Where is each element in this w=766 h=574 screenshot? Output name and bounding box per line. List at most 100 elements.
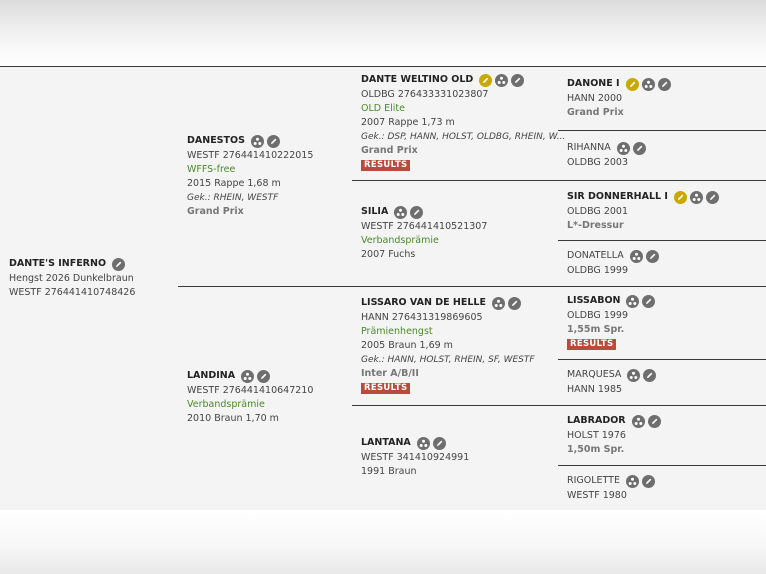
sds-name[interactable]: SIR DONNERHALL I: [567, 191, 668, 202]
sire-info: 2015 Rappe 1,68 m: [187, 178, 281, 189]
edit-icon[interactable]: [266, 134, 280, 148]
sdd-card[interactable]: DONATELLA OLDBG 1999: [567, 248, 659, 278]
edit-icon[interactable]: [511, 73, 525, 87]
pedigree-icon[interactable]: [495, 73, 509, 87]
edit-icon[interactable]: [112, 257, 126, 271]
top-divider: [0, 66, 766, 67]
subject-horse-reg: WESTF 276441410748426: [9, 287, 136, 298]
gold-pencil-icon[interactable]: [673, 190, 687, 204]
edit-icon[interactable]: [647, 414, 661, 428]
dsd-reg: HANN 1985: [567, 384, 623, 395]
generation-divider-1: [178, 286, 766, 287]
dss-level: 1,55m Spr.: [567, 324, 625, 335]
results-button[interactable]: RESULTS: [361, 160, 411, 171]
edit-icon[interactable]: [645, 249, 659, 263]
edit-icon[interactable]: [632, 141, 646, 155]
results-button[interactable]: RESULTS: [567, 339, 617, 350]
edit-icon[interactable]: [657, 77, 671, 91]
edit-icon[interactable]: [257, 369, 271, 383]
gen3-divider-4: [558, 465, 766, 466]
sire-sire-status: OLD Elite: [361, 103, 405, 114]
dds-reg: HOLST 1976: [567, 430, 626, 441]
gen3-divider-3: [558, 359, 766, 360]
sire-reg: WESTF 276441410222015: [187, 150, 314, 161]
pedigree-icon[interactable]: [631, 414, 645, 428]
edit-icon[interactable]: [642, 294, 656, 308]
sire-dam-card[interactable]: SILIA WESTF 276441410521307 Verbandspräm…: [361, 204, 487, 262]
sire-status: WFFS-free: [187, 164, 236, 175]
ddd-card[interactable]: RIGOLETTE WESTF 1980: [567, 473, 655, 503]
pedigree-icon[interactable]: [629, 249, 643, 263]
dam-reg: WESTF 276441410647210: [187, 385, 314, 396]
edit-icon[interactable]: [507, 296, 521, 310]
sdd-reg: OLDBG 1999: [567, 265, 628, 276]
sire-dam-reg: WESTF 276441410521307: [361, 221, 488, 232]
sire-level: Grand Prix: [187, 206, 244, 217]
pedigree-icon[interactable]: [616, 141, 630, 155]
dam-dam-card[interactable]: LANTANA WESTF 341410924991 1991 Braun: [361, 435, 469, 479]
sire-sire-card[interactable]: DANTE WELTINO OLD OLDBG 276433331023807 …: [361, 72, 565, 172]
sire-dam-status: Verbandsprämie: [361, 235, 439, 246]
pedigree-icon[interactable]: [491, 296, 505, 310]
pedigree-icon[interactable]: [627, 368, 641, 382]
sire-dam-name[interactable]: SILIA: [361, 206, 389, 217]
dam-dam-name[interactable]: LANTANA: [361, 437, 411, 448]
bottom-band: [0, 510, 766, 574]
pedigree-icon[interactable]: [250, 134, 264, 148]
dsd-name[interactable]: MARQUESA: [567, 369, 622, 380]
sds-reg: OLDBG 2001: [567, 206, 628, 217]
ssd-card[interactable]: RIHANNA OLDBG 2003: [567, 140, 646, 170]
sss-name[interactable]: DANONE I: [567, 78, 620, 89]
dss-name[interactable]: LISSABON: [567, 295, 621, 306]
gen3-divider-2: [558, 240, 766, 241]
ddd-reg: WESTF 1980: [567, 490, 627, 501]
dds-name[interactable]: LABRADOR: [567, 415, 626, 426]
sss-reg: HANN 2000: [567, 93, 623, 104]
ssd-name[interactable]: RIHANNA: [567, 142, 611, 153]
pedigree-icon[interactable]: [416, 436, 430, 450]
sire-card[interactable]: DANESTOS WESTF 276441410222015 WFFS-free…: [187, 133, 313, 219]
pedigree-icon[interactable]: [641, 77, 655, 91]
pedigree-icon[interactable]: [689, 190, 703, 204]
dam-dam-reg: WESTF 341410924991: [361, 452, 470, 463]
pedigree-icon[interactable]: [241, 369, 255, 383]
ddd-name[interactable]: RIGOLETTE: [567, 475, 620, 486]
dam-sire-card[interactable]: LISSARO VAN DE HELLE HANN 27643131986960…: [361, 295, 535, 395]
subject-horse-card[interactable]: DANTE'S INFERNO Hengst 2026 Dunkelbraun …: [9, 256, 135, 300]
pedigree-panel: [0, 66, 766, 510]
gold-pencil-icon[interactable]: [625, 77, 639, 91]
sss-card[interactable]: DANONE I HANN 2000 Grand Prix: [567, 76, 671, 120]
gold-pencil-icon[interactable]: [479, 73, 493, 87]
subject-horse-info: Hengst 2026 Dunkelbraun: [9, 273, 134, 284]
dam-sire-reg: HANN 276431319869605: [361, 312, 483, 323]
pedigree-icon[interactable]: [625, 474, 639, 488]
dsd-card[interactable]: MARQUESA HANN 1985: [567, 367, 657, 397]
edit-icon[interactable]: [643, 368, 657, 382]
dam-info: 2010 Braun 1,70 m: [187, 413, 279, 424]
gen3-divider-1: [558, 130, 766, 131]
dam-card[interactable]: LANDINA WESTF 276441410647210 Verbandspr…: [187, 368, 313, 426]
sire-sire-name[interactable]: DANTE WELTINO OLD: [361, 74, 474, 85]
dam-sire-status: Prämienhengst: [361, 326, 433, 337]
pedigree-icon[interactable]: [626, 294, 640, 308]
results-button[interactable]: RESULTS: [361, 383, 411, 394]
ssd-reg: OLDBG 2003: [567, 157, 628, 168]
dss-card[interactable]: LISSABON OLDBG 1999 1,55m Spr. RESULTS: [567, 293, 656, 351]
edit-icon[interactable]: [705, 190, 719, 204]
sire-sire-reg: OLDBG 276433331023807: [361, 89, 489, 100]
dam-sire-gek: Gek.: HANN, HOLST, RHEIN, SF, WESTF: [361, 355, 535, 365]
edit-icon[interactable]: [410, 205, 424, 219]
sss-level: Grand Prix: [567, 107, 624, 118]
sdd-name[interactable]: DONATELLA: [567, 250, 624, 261]
edit-icon[interactable]: [432, 436, 446, 450]
pedigree-icon[interactable]: [394, 205, 408, 219]
edit-icon[interactable]: [641, 474, 655, 488]
dss-reg: OLDBG 1999: [567, 310, 628, 321]
sds-card[interactable]: SIR DONNERHALL I OLDBG 2001 L*-Dressur: [567, 189, 719, 233]
dam-name[interactable]: LANDINA: [187, 370, 236, 381]
dds-card[interactable]: LABRADOR HOLST 1976 1,50m Spr.: [567, 413, 661, 457]
dam-sire-name[interactable]: LISSARO VAN DE HELLE: [361, 297, 486, 308]
generation-divider-2b: [352, 405, 766, 406]
sire-name[interactable]: DANESTOS: [187, 135, 245, 146]
subject-horse-name[interactable]: DANTE'S INFERNO: [9, 258, 107, 269]
